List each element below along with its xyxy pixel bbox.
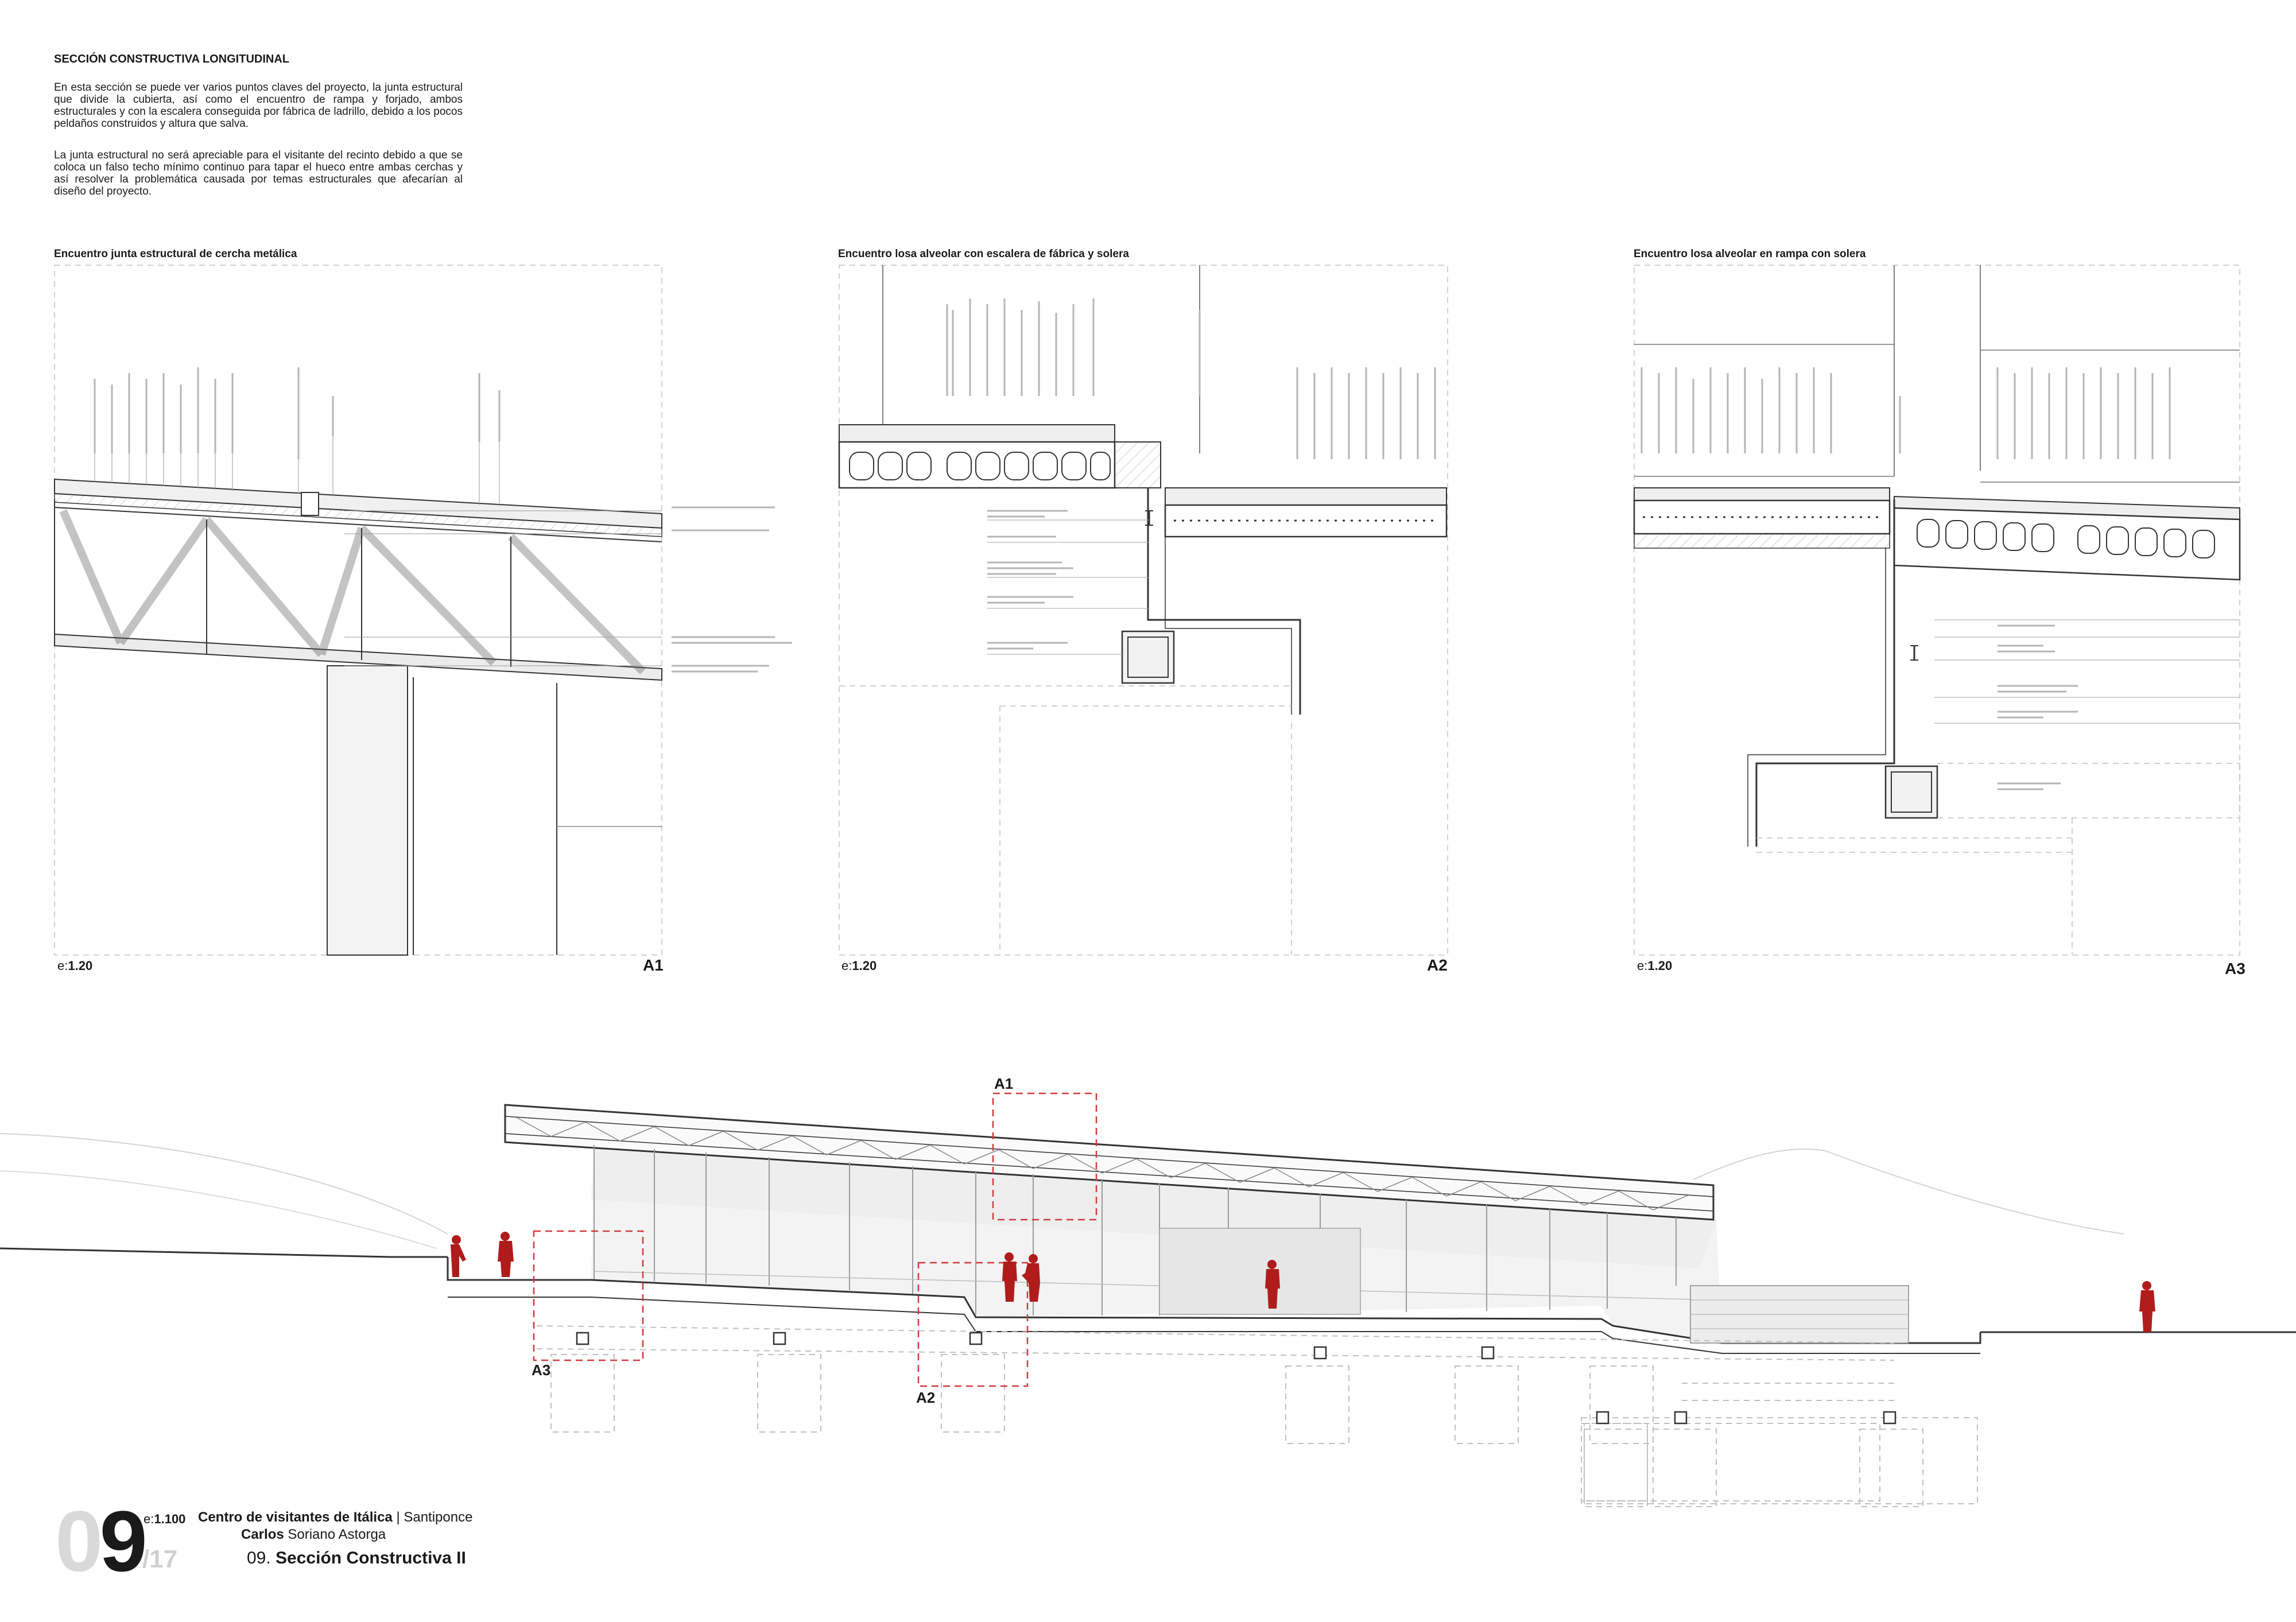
- detail-a3-drawing: [1633, 265, 2241, 956]
- intro-paragraph-1: En esta sección se puede ver varios punt…: [54, 82, 463, 130]
- detail-a2-drawing: [838, 265, 1448, 956]
- footer-sheet-title: 09. Sección Constructiva II: [247, 1549, 466, 1567]
- footer-author: Carlos Soriano Astorga: [241, 1527, 386, 1542]
- panel-a1-scale: e:1.20: [57, 959, 93, 973]
- panel-a3-title: Encuentro losa alveolar en rampa con sol…: [1634, 248, 1866, 260]
- detail-a1-drawing: [54, 265, 792, 956]
- intro-paragraph-2: La junta estructural no será apreciable …: [54, 149, 463, 197]
- panel-a1-code: A1: [643, 956, 664, 974]
- page-total: /17: [142, 1545, 178, 1573]
- panel-a1-title: Encuentro junta estructural de cercha me…: [54, 248, 297, 260]
- intro-title: SECCIÓN CONSTRUCTIVA LONGITUDINAL: [54, 53, 289, 65]
- panel-a2-scale: e:1.20: [841, 959, 877, 973]
- footer-project: Centro de visitantes de Itálica | Santip…: [198, 1510, 473, 1525]
- footer-scale: e:1.100: [144, 1512, 186, 1526]
- panel-a3-scale: e:1.20: [1637, 959, 1673, 973]
- panel-a2-title: Encuentro losa alveolar con escalera de …: [838, 248, 1129, 260]
- page-number: 09: [55, 1493, 148, 1589]
- callout-a1-label: A1: [994, 1075, 1014, 1092]
- panel-a2-code: A2: [1427, 956, 1448, 974]
- callout-a3-label: A3: [532, 1361, 551, 1379]
- callout-a2-label: A2: [916, 1389, 936, 1406]
- panel-a3-code: A3: [2225, 960, 2245, 977]
- longitudinal-section-drawing: [0, 1092, 2296, 1507]
